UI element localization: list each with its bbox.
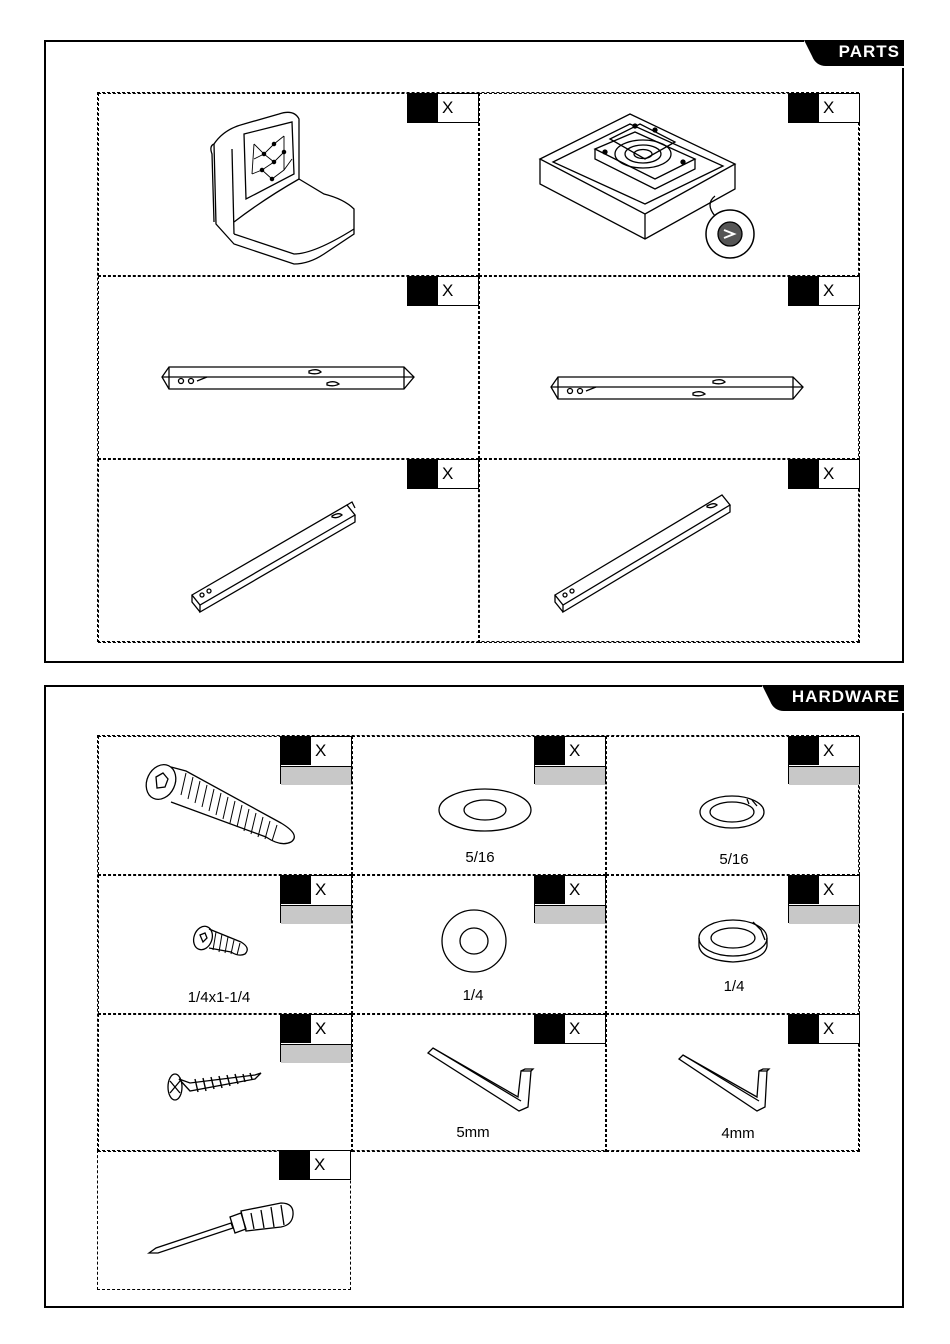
qty-box: X [788, 459, 860, 489]
qty-box: X [788, 1014, 860, 1044]
long-bolt-icon [141, 757, 311, 847]
qty-label: X [315, 1019, 326, 1039]
hw-size-label: 5mm [373, 1124, 573, 1141]
spring-washer-small-icon [695, 916, 771, 966]
hw-cell-allen-key-5mm: X 5mm [352, 1014, 606, 1152]
hw-cell-allen-key-4mm: X 4mm [606, 1014, 860, 1152]
hw-cell-long-bolt: X [98, 736, 352, 875]
qty-label: X [442, 281, 453, 301]
qty-label: X [569, 741, 580, 761]
qty-box: X [788, 736, 860, 784]
part-cell-long-rail-a: X [98, 276, 479, 459]
hw-cell-spring-washer-large: X 5/16 [606, 736, 860, 875]
qty-label: X [442, 98, 453, 118]
hardware-grid: X X 5/16 X [97, 735, 859, 1151]
hardware-tab: HARDWARE [762, 685, 904, 713]
qty-label: X [823, 1019, 834, 1039]
qty-label: X [823, 880, 834, 900]
hw-size-label: 4mm [638, 1125, 838, 1142]
diagonal-rail-illustration [187, 500, 362, 615]
qty-box: X [407, 93, 479, 123]
hardware-panel: HARDWARE X X 5/16 [44, 685, 904, 1308]
hw-size-label: 1/4 [634, 978, 834, 995]
hw-cell-wood-screw: X [98, 1014, 352, 1152]
qty-label: X [823, 464, 834, 484]
seat-cushion-illustration [204, 104, 364, 269]
qty-box: X [788, 276, 860, 306]
wood-screw-icon [165, 1065, 265, 1103]
part-cell-diagonal-rail-a: X [98, 459, 479, 643]
part-cell-seat-cushion: X [98, 93, 479, 276]
hw-cell-screwdriver: X [97, 1150, 351, 1290]
long-rail-illustration [548, 369, 808, 409]
hw-cell-short-bolt: X 1/4x1-1/4 [98, 875, 352, 1014]
parts-tab-label: PARTS [839, 40, 900, 64]
allen-key-5mm-icon [423, 1045, 543, 1115]
part-cell-diagonal-rail-b: X [479, 459, 860, 643]
qty-box: X [280, 1014, 352, 1062]
spring-washer-large-icon [697, 792, 767, 832]
long-rail-illustration [159, 359, 419, 399]
qty-label: X [314, 1155, 325, 1175]
qty-label: X [442, 464, 453, 484]
hw-size-label: 1/4 [373, 987, 573, 1004]
qty-box: X [280, 875, 352, 923]
part-cell-swivel-base: X [479, 93, 860, 276]
flat-washer-small-icon [439, 908, 509, 974]
screwdriver-icon [146, 1201, 296, 1261]
qty-label: X [823, 281, 834, 301]
hardware-tab-label: HARDWARE [792, 685, 900, 709]
parts-tab: PARTS [804, 40, 904, 68]
parts-panel: PARTS X X [44, 40, 904, 663]
qty-box: X [279, 1150, 351, 1180]
qty-label: X [569, 1019, 580, 1039]
part-cell-long-rail-b: X [479, 276, 860, 459]
qty-label: X [315, 741, 326, 761]
qty-box: X [788, 93, 860, 123]
qty-label: X [823, 98, 834, 118]
qty-box: X [534, 1014, 606, 1044]
qty-box: X [534, 875, 606, 923]
short-bolt-icon [191, 922, 251, 962]
diagonal-rail-illustration [550, 490, 740, 615]
qty-box: X [407, 459, 479, 489]
qty-box: X [407, 276, 479, 306]
hw-size-label: 1/4x1-1/4 [119, 989, 319, 1006]
qty-label: X [569, 880, 580, 900]
qty-label: X [315, 880, 326, 900]
allen-key-4mm-icon [675, 1051, 775, 1115]
parts-grid: X X [97, 92, 859, 642]
qty-label: X [823, 741, 834, 761]
qty-box: X [788, 875, 860, 923]
hw-size-label: 5/16 [634, 851, 834, 868]
hw-cell-flat-washer-small: X 1/4 [352, 875, 606, 1014]
hw-cell-spring-washer-small: X 1/4 [606, 875, 860, 1014]
hw-size-label: 5/16 [380, 849, 580, 866]
swivel-base-illustration [535, 104, 765, 269]
qty-box: X [534, 736, 606, 784]
flat-washer-large-icon [435, 785, 535, 835]
hw-cell-flat-washer-large: X 5/16 [352, 736, 606, 875]
